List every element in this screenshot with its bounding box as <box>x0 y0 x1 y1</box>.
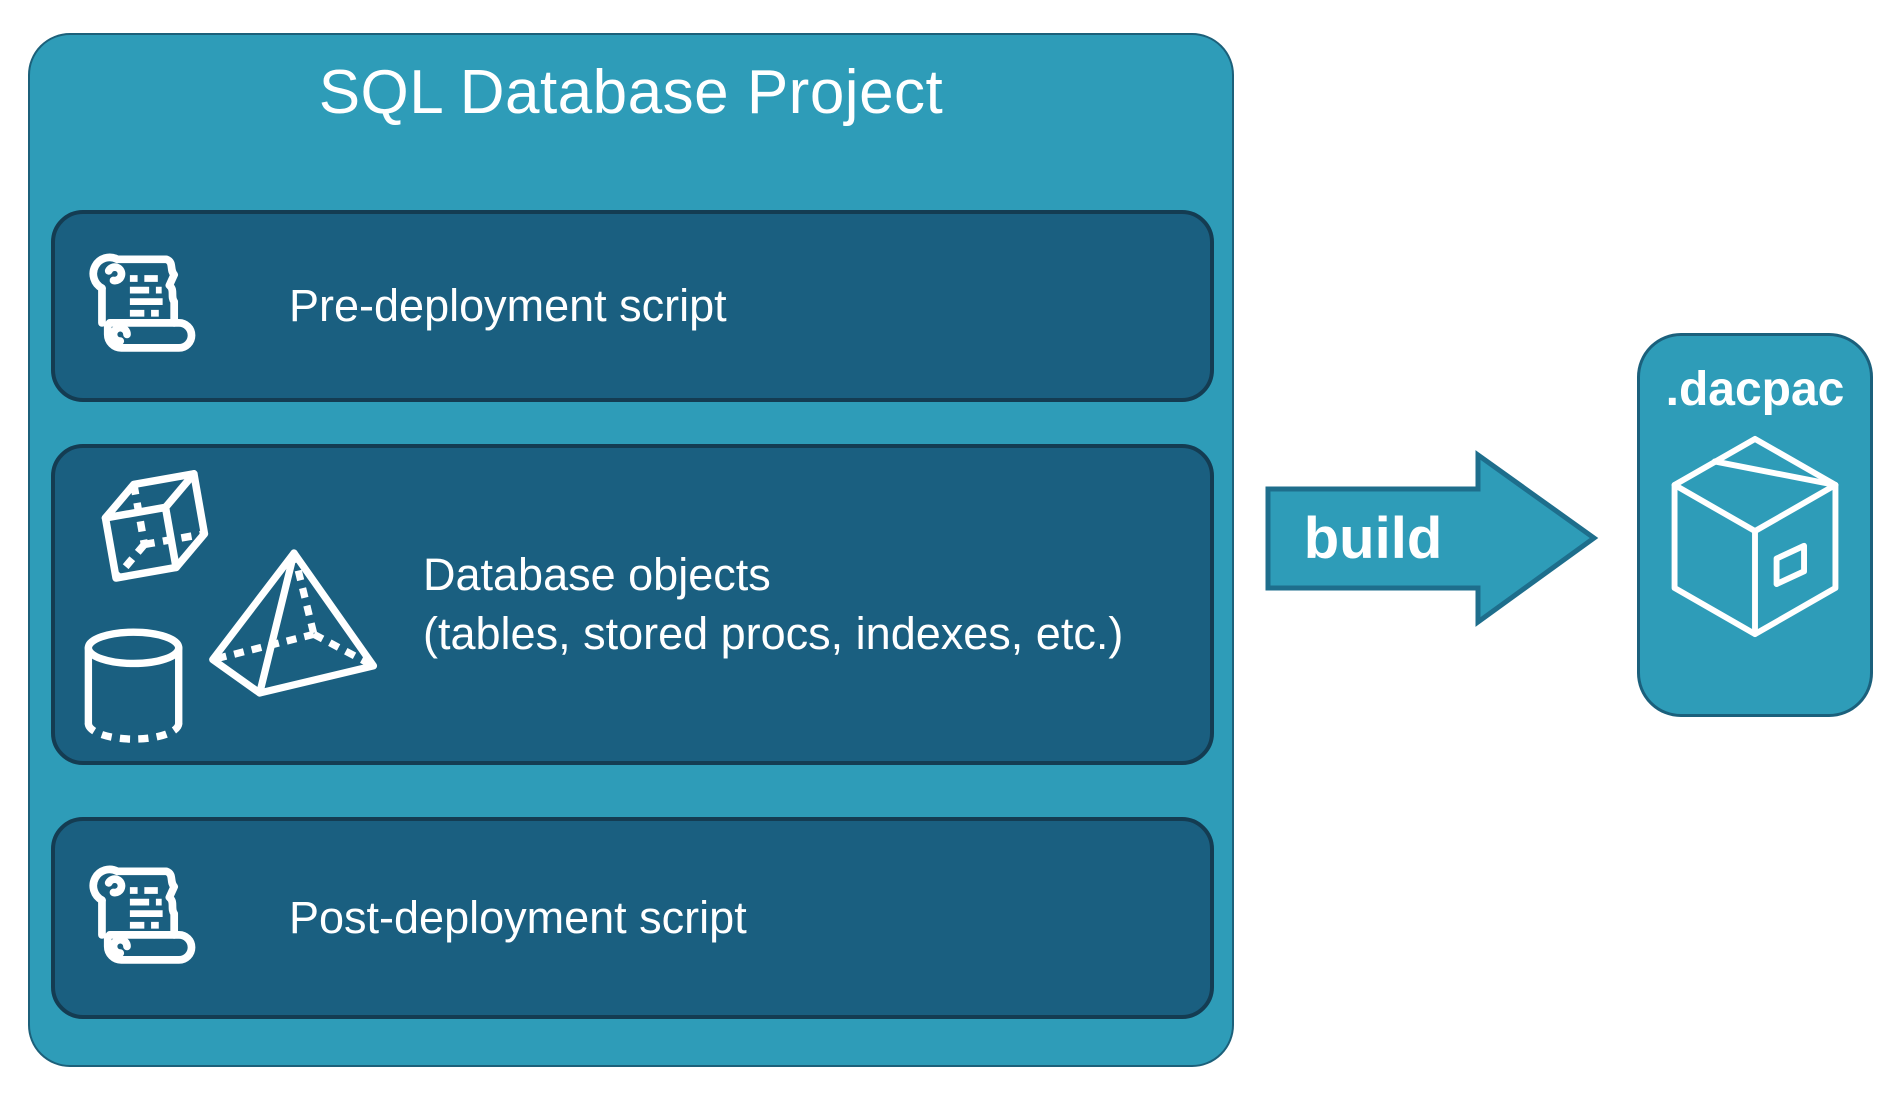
row-label-pre-deployment: Pre-deployment script <box>289 279 727 331</box>
scroll-icon <box>75 245 205 367</box>
geometric-shapes-icon <box>81 456 383 754</box>
row-label-post-deployment: Post-deployment script <box>289 891 747 943</box>
dacpac-artifact-box: .dacpac <box>1637 333 1873 717</box>
row-pre-deployment-script: Pre-deployment script <box>51 210 1214 402</box>
package-icon <box>1666 433 1844 639</box>
right-arrow-icon <box>1265 450 1599 627</box>
database-objects-line2: (tables, stored procs, indexes, etc.) <box>423 607 1124 659</box>
sql-database-project-box: SQL Database Project <box>28 33 1234 1067</box>
pyramid-icon <box>209 548 378 697</box>
row-label-database-objects: Database objects (tables, stored procs, … <box>423 546 1123 663</box>
build-arrow: build <box>1260 448 1600 630</box>
project-title: SQL Database Project <box>318 58 944 127</box>
build-arrow-label: build <box>1303 506 1443 571</box>
row-post-deployment-script: Post-deployment script <box>51 817 1214 1019</box>
row-database-objects: Database objects (tables, stored procs, … <box>51 444 1214 765</box>
dacpac-label: .dacpac <box>1665 363 1845 416</box>
database-objects-line1: Database objects <box>423 549 771 600</box>
cylinder-icon <box>84 627 183 743</box>
cube-icon <box>101 469 209 582</box>
scroll-icon <box>75 857 205 979</box>
